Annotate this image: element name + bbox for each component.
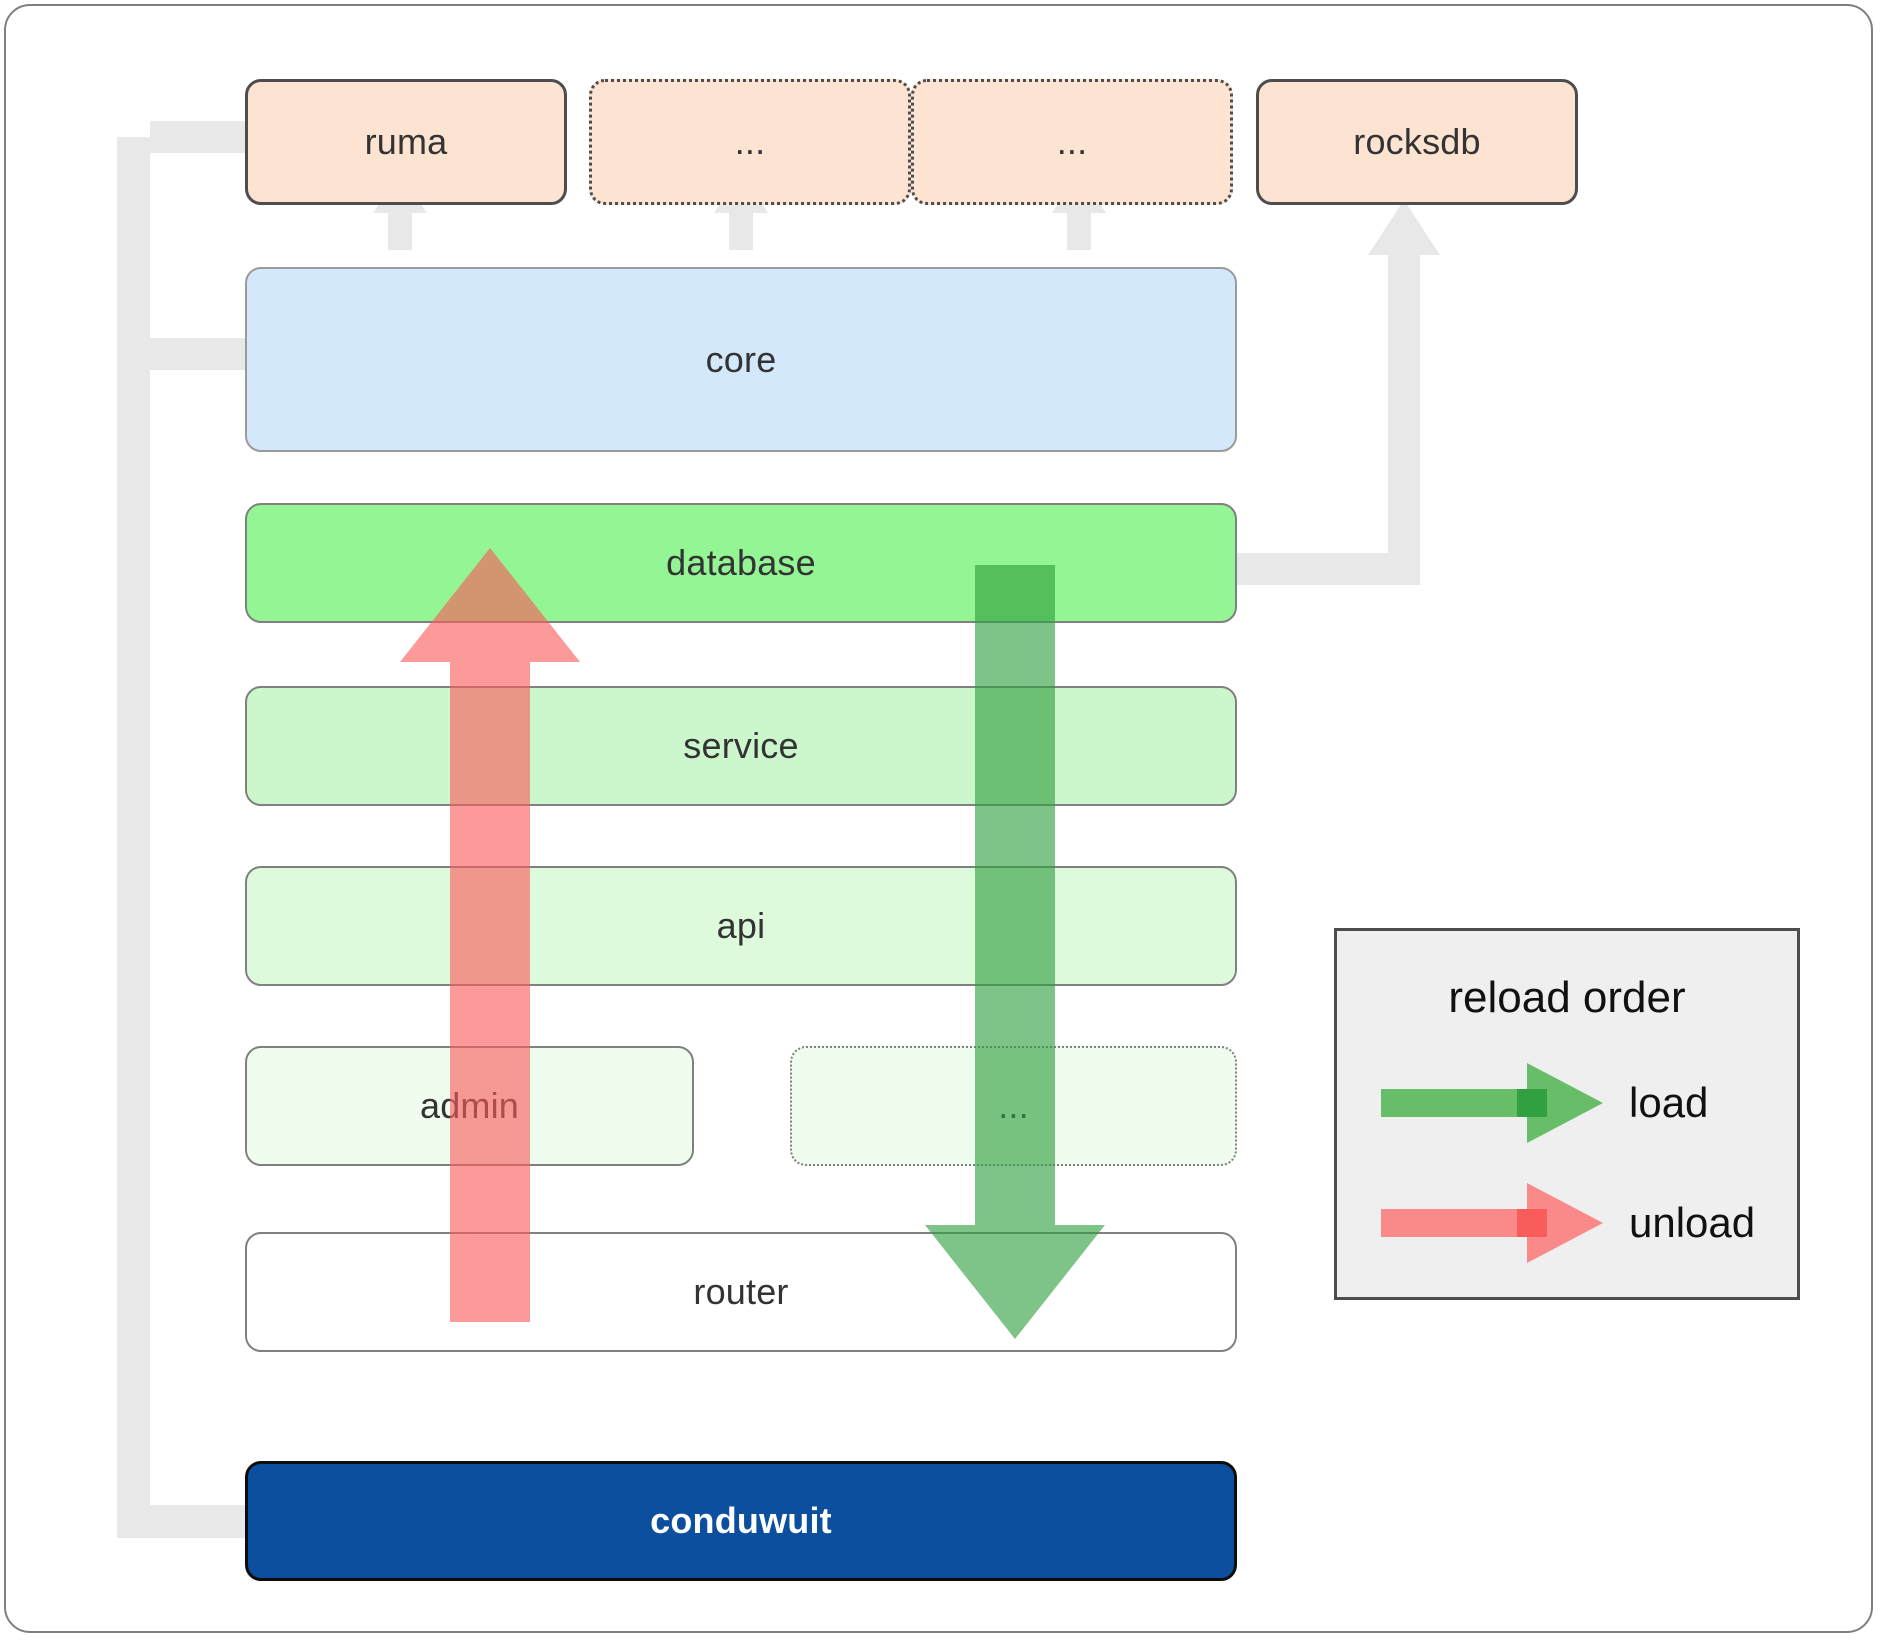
layer-box-router[interactable]: router bbox=[245, 1232, 1237, 1352]
dep-box-ellipsis-2[interactable]: ... bbox=[911, 79, 1233, 205]
layer-box-service-label: service bbox=[683, 725, 799, 766]
dep-box-ruma[interactable]: ruma bbox=[245, 79, 567, 205]
dep-box-ellipsis-1[interactable]: ... bbox=[589, 79, 911, 205]
dep-box-ellipsis-2-label: ... bbox=[1056, 121, 1088, 162]
legend-row-load: load bbox=[1337, 1061, 1797, 1145]
root-box-conduwuit-label: conduwuit bbox=[650, 1500, 832, 1541]
layer-box-router-label: router bbox=[693, 1271, 789, 1312]
legend-unload-arrow-icon bbox=[1377, 1181, 1607, 1265]
legend-title: reload order bbox=[1448, 973, 1686, 1022]
dep-box-rocksdb-label: rocksdb bbox=[1353, 121, 1481, 162]
legend-unload-label: unload bbox=[1629, 1199, 1756, 1246]
layer-box-database[interactable]: database bbox=[245, 503, 1237, 623]
layer-box-ellipsis-label: ... bbox=[998, 1085, 1029, 1126]
layer-box-api[interactable]: api bbox=[245, 866, 1237, 986]
dep-box-ellipsis-1-label: ... bbox=[734, 121, 766, 162]
layer-box-service[interactable]: service bbox=[245, 686, 1237, 806]
legend-row-unload: unload bbox=[1337, 1181, 1797, 1265]
layer-box-api-label: api bbox=[716, 905, 766, 946]
dep-box-rocksdb[interactable]: rocksdb bbox=[1256, 79, 1578, 205]
dep-box-ruma-label: ruma bbox=[364, 121, 448, 162]
core-box-label: core bbox=[705, 338, 777, 380]
layer-box-admin-label: admin bbox=[419, 1085, 520, 1126]
layer-box-admin[interactable]: admin bbox=[245, 1046, 694, 1166]
layer-box-database-label: database bbox=[666, 542, 816, 583]
root-box-conduwuit[interactable]: conduwuit bbox=[245, 1461, 1237, 1581]
core-box[interactable]: core bbox=[245, 267, 1237, 452]
legend-load-arrow-icon bbox=[1377, 1061, 1607, 1145]
layer-box-ellipsis[interactable]: ... bbox=[790, 1046, 1237, 1166]
legend-panel: reload order load unload bbox=[1334, 928, 1800, 1300]
legend-load-label: load bbox=[1629, 1079, 1709, 1126]
